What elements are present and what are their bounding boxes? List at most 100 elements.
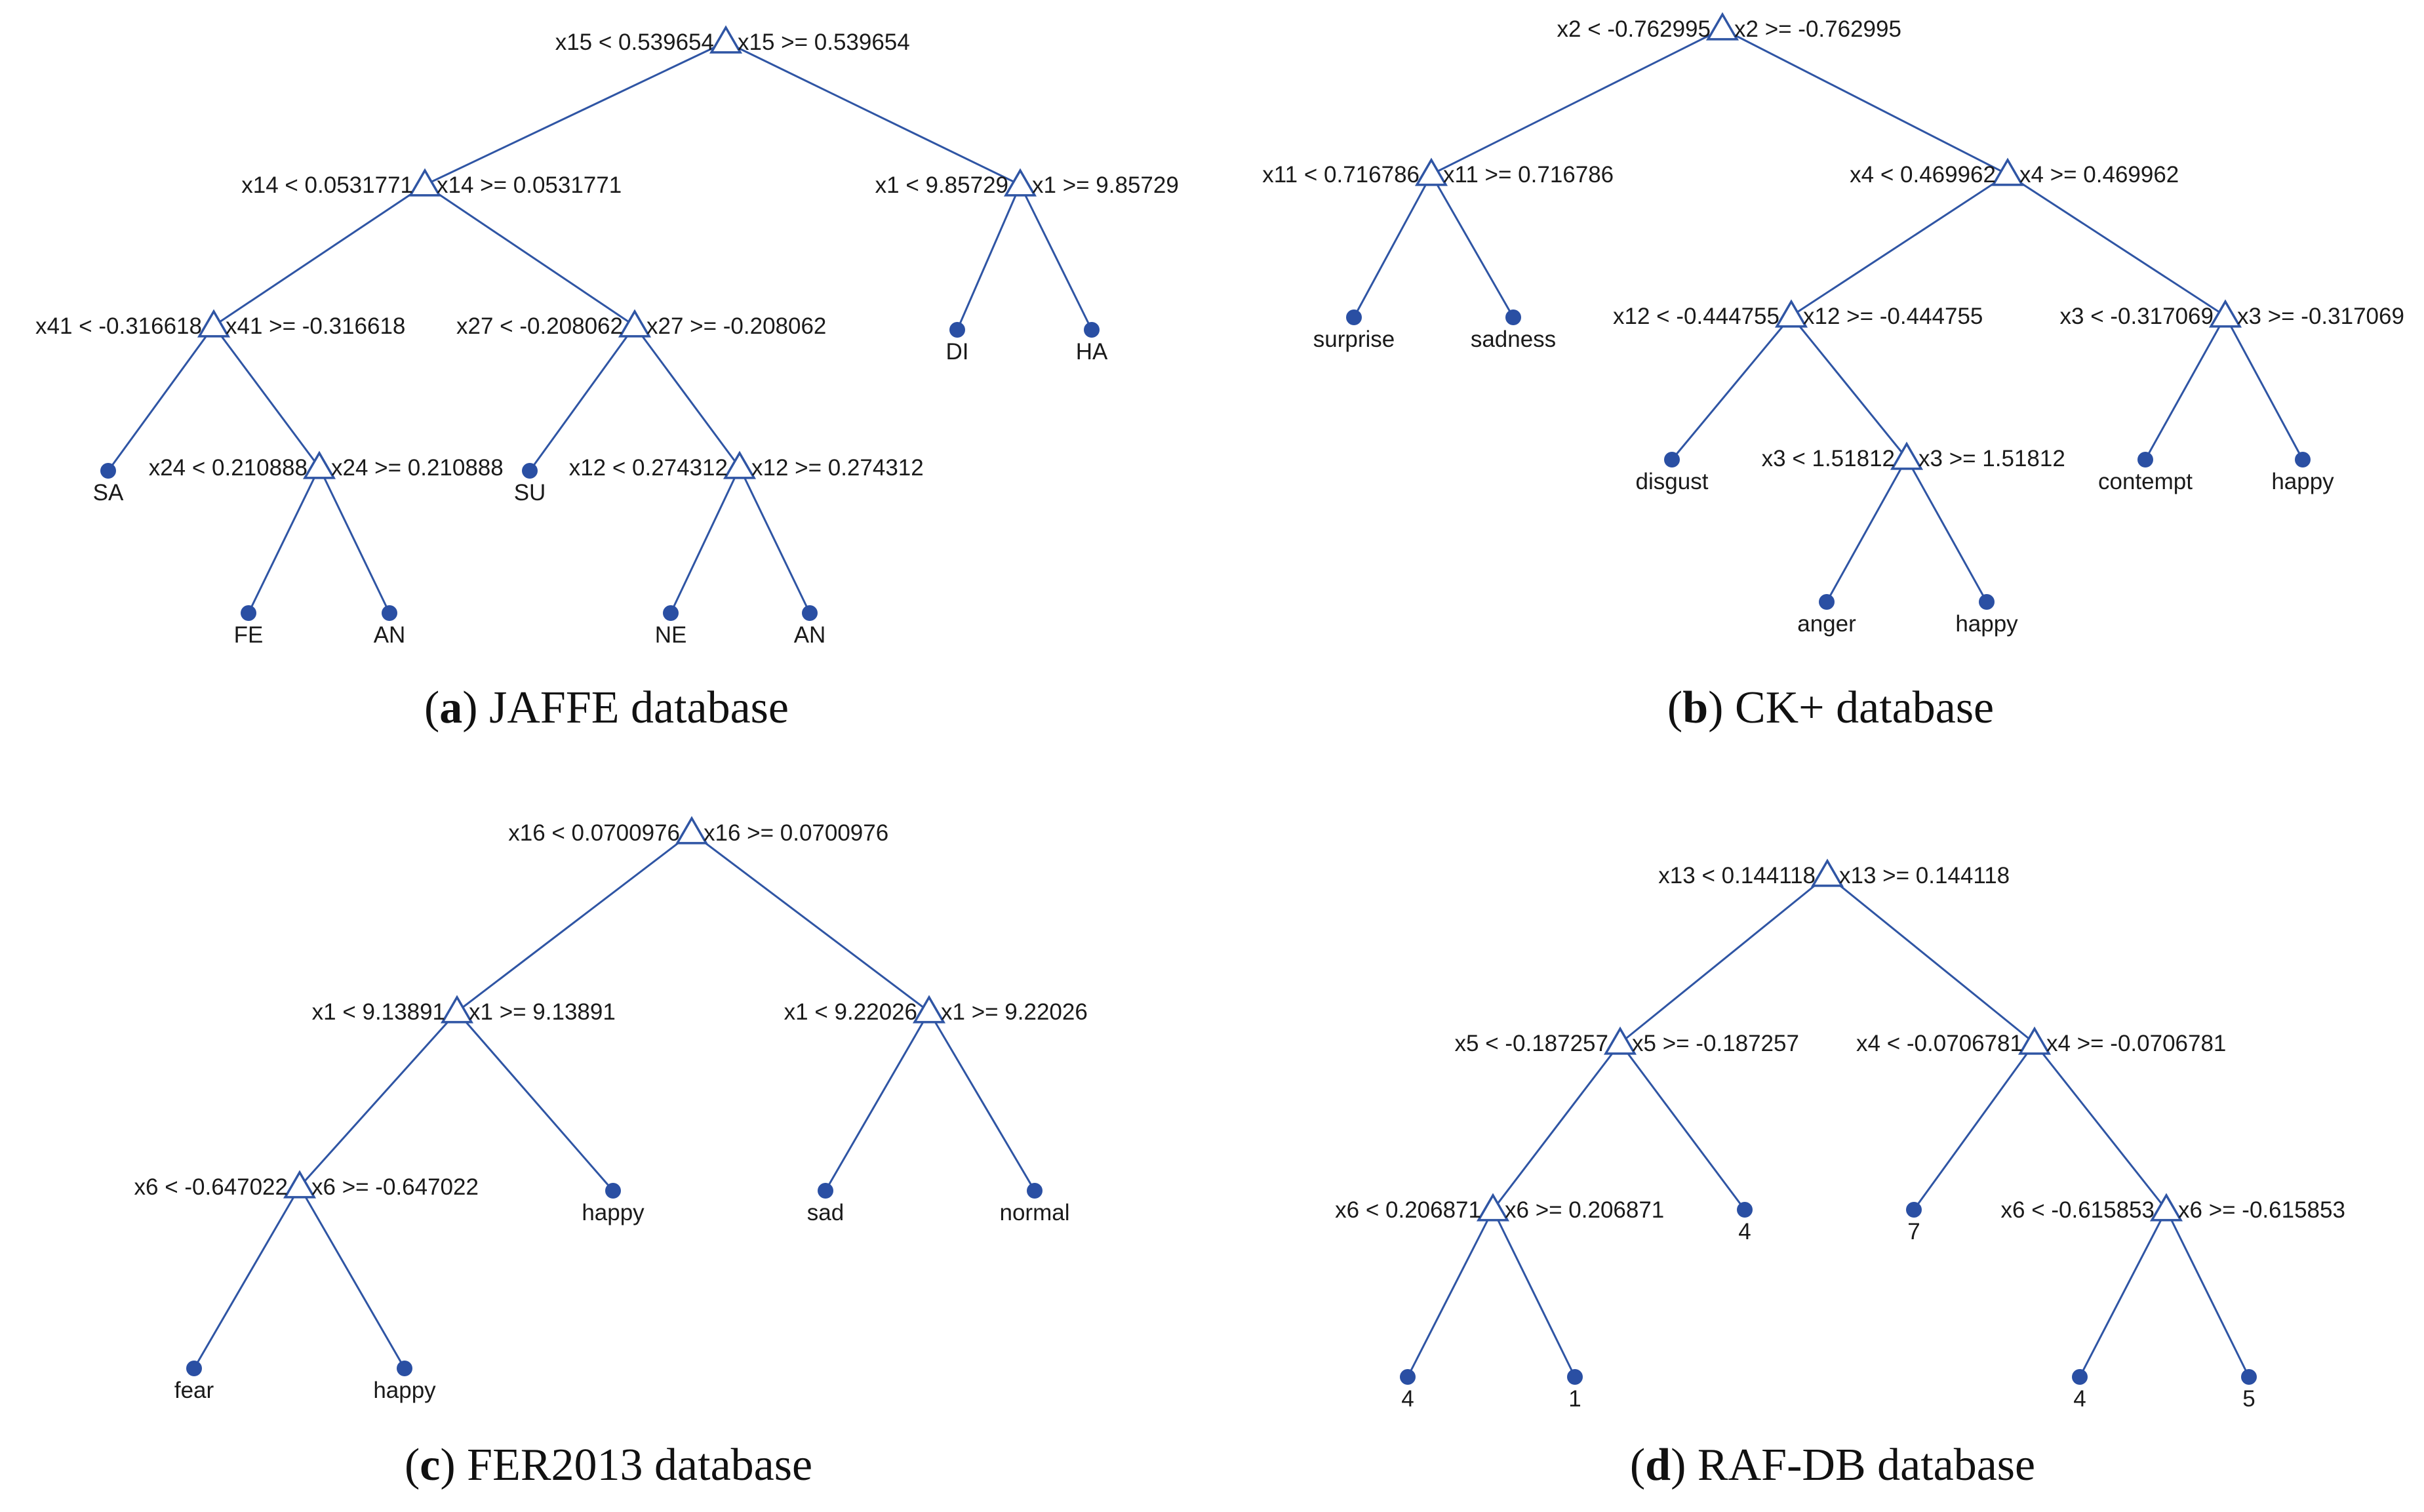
leaf-node-c-n8 (186, 1361, 202, 1376)
split-condition-right: x6 >= 0.206871 (1505, 1197, 1664, 1223)
split-node-a-n2 (408, 168, 442, 197)
split-node-b-n2 (1414, 157, 1448, 186)
edge-c-n4-n9 (298, 1186, 406, 1369)
split-node-d-n7 (2149, 1193, 2183, 1222)
split-condition-right: x6 >= -0.647022 (311, 1174, 479, 1200)
edge-d-n7-n11 (2165, 1209, 2250, 1378)
split-condition-left: x1 < 9.13891 (312, 999, 445, 1025)
edge-a-n11-n15 (738, 467, 811, 614)
leaf-node-b-n4 (1346, 309, 1362, 325)
split-condition-left: x4 < 0.469962 (1850, 162, 1996, 188)
leaf-node-c-n6 (818, 1183, 833, 1199)
leaf-label: happy (1955, 611, 2018, 637)
split-condition-right: x13 >= 0.144118 (1839, 863, 2010, 888)
leaf-node-d-n10 (2072, 1369, 2088, 1385)
split-condition-right: x41 >= -0.316618 (226, 313, 405, 339)
caption-d-letter: d (1645, 1440, 1671, 1490)
split-condition-left: x1 < 9.22026 (784, 999, 917, 1025)
caption-a-text: JAFFE database (477, 683, 789, 733)
leaf-node-b-n10 (2137, 452, 2153, 468)
edge-a-n5-n11 (633, 325, 741, 468)
leaf-label: anger (1797, 611, 1856, 637)
leaf-label: SA (93, 480, 124, 506)
edge-b-n3-n6 (1791, 173, 2008, 317)
split-condition-left: x4 < -0.0706781 (1856, 1031, 2023, 1056)
leaf-node-a-n8 (100, 463, 116, 479)
edge-d-n1-n3 (1827, 874, 2035, 1044)
edge-d-n3-n6 (1913, 1043, 2036, 1210)
edge-c-n4-n8 (193, 1186, 301, 1369)
edge-b-n2-n4 (1353, 174, 1433, 318)
split-node-b-n9 (1890, 441, 1924, 470)
split-node-d-n2 (1603, 1026, 1637, 1055)
leaf-label: NE (655, 622, 687, 648)
split-condition-left: x13 < 0.144118 (1658, 863, 1816, 888)
split-node-b-n7 (2208, 299, 2242, 328)
split-condition-left: x41 < -0.316618 (35, 313, 202, 339)
split-condition-left: x15 < 0.539654 (555, 30, 714, 55)
split-node-c-n2 (440, 995, 474, 1024)
split-condition-left: x24 < 0.210888 (149, 455, 308, 481)
split-condition-left: x12 < -0.444755 (1613, 304, 1779, 329)
leaf-label: 4 (1738, 1219, 1751, 1244)
split-node-c-n4 (283, 1170, 317, 1199)
split-condition-right: x15 >= 0.539654 (738, 30, 910, 55)
leaf-label: 7 (1907, 1219, 1920, 1244)
split-node-a-n9 (302, 450, 336, 479)
split-condition-left: x6 < -0.615853 (2001, 1197, 2155, 1223)
caption-a-letter: a (439, 683, 463, 733)
edge-d-n1-n2 (1619, 874, 1828, 1044)
split-condition-right: x27 >= -0.208062 (646, 313, 826, 339)
leaf-node-a-n7 (1084, 322, 1100, 338)
edges (107, 28, 2304, 1378)
edge-d-n7-n10 (2078, 1209, 2168, 1378)
edge-d-n2-n5 (1619, 1043, 1746, 1210)
edge-d-n4-n8 (1406, 1209, 1494, 1378)
split-node-b-n1 (1705, 12, 1739, 41)
split-condition-right: x5 >= -0.187257 (1632, 1031, 1799, 1056)
edge-c-n2-n5 (456, 1011, 614, 1191)
edge-c-n1-n2 (456, 831, 692, 1013)
split-condition-left: x16 < 0.0700976 (508, 820, 680, 846)
split-condition-right: x24 >= 0.210888 (331, 455, 504, 481)
edge-a-n3-n7 (1019, 184, 1093, 330)
edge-b-n9-n12 (1825, 458, 1908, 603)
leaf-label: AN (374, 622, 406, 648)
caption-c-letter: c (420, 1440, 441, 1490)
edge-d-n4-n9 (1492, 1209, 1576, 1378)
leaf-label: DI (946, 339, 969, 365)
leaf-label: AN (794, 622, 826, 648)
split-condition-right: x3 >= 1.51812 (1918, 446, 2065, 471)
split-condition-right: x6 >= -0.615853 (2178, 1197, 2345, 1223)
leaf-node-d-n11 (2241, 1369, 2257, 1385)
split-condition-left: x27 < -0.208062 (456, 313, 623, 339)
tree-panel-d: x13 < 0.144118 x13 >= 0.144118 x5 < -0.187… (1335, 858, 2345, 1412)
caption-d: (d) RAF-DB database (1629, 1440, 2036, 1490)
split-condition-right: x12 >= -0.444755 (1803, 304, 1983, 329)
edge-c-n3-n6 (824, 1011, 930, 1191)
leaf-label: happy (2271, 469, 2334, 494)
leaf-label: happy (582, 1200, 645, 1225)
edge-a-n9-n12 (247, 467, 321, 614)
leaf-label: FE (234, 622, 264, 648)
split-condition-left: x3 < -0.317069 (2060, 304, 2214, 329)
leaf-node-a-n13 (382, 605, 397, 621)
split-condition-left: x5 < -0.187257 (1455, 1031, 1609, 1056)
edge-a-n2-n5 (424, 184, 635, 327)
leaf-label: contempt (2098, 469, 2193, 494)
split-condition-right: x4 >= 0.469962 (2019, 162, 2179, 188)
leaf-label: 4 (2073, 1386, 2086, 1412)
split-condition-right: x3 >= -0.317069 (2237, 304, 2404, 329)
leaf-label: happy (373, 1378, 436, 1403)
edge-c-n3-n7 (928, 1011, 1036, 1191)
split-condition-right: x11 >= 0.716786 (1443, 162, 1614, 188)
leaf-label: fear (174, 1378, 214, 1403)
split-node-a-n11 (723, 450, 757, 479)
split-node-d-n4 (1476, 1193, 1510, 1222)
split-condition-left: x6 < 0.206871 (1335, 1197, 1481, 1223)
leaf-label: surprise (1313, 327, 1395, 352)
edge-b-n6-n9 (1790, 315, 1908, 459)
